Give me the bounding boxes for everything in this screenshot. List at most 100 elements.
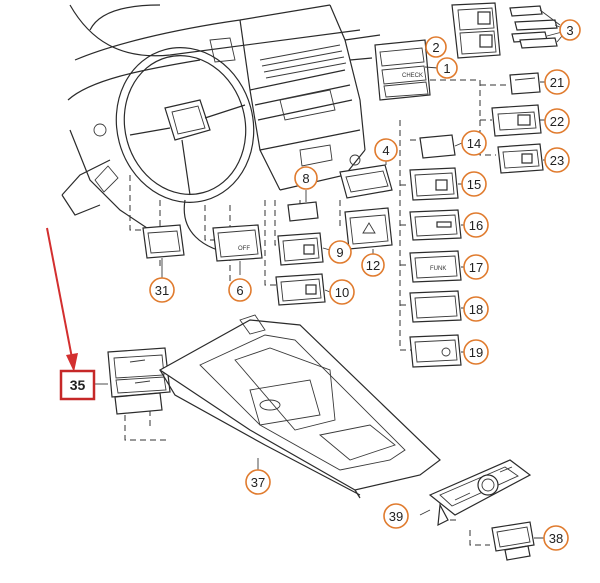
callout-23: 23 [544,147,570,173]
callout-10: 10 [329,279,355,305]
callout-21: 21 [544,69,570,95]
callout-circle [228,278,252,302]
dashboard [61,4,381,231]
callout-14: 14 [461,130,487,156]
callout-38: 38 [543,525,569,551]
callout-9: 9 [328,240,352,264]
callout-label: 22 [550,114,564,129]
callout-15: 15 [461,171,487,197]
callout-circle [361,253,385,277]
switch-23 [497,143,544,174]
callout-label: 10 [335,285,349,300]
callout-label: 39 [389,509,403,524]
switch-17: FUNK [409,250,462,283]
callout-12: 12 [361,253,385,277]
callout-8: 8 [294,166,318,190]
callout-6: 6 [228,278,252,302]
callout-label: 2 [432,40,439,55]
highlight-arrow [46,227,78,372]
callout-circle [328,240,352,264]
callout-circle [461,171,487,197]
switch-31 [142,224,185,259]
callout-circle [245,469,271,495]
callout-label: 1 [443,61,450,76]
callout-2: 2 [425,36,447,58]
callout-17: 17 [463,254,489,280]
callout-circle [559,19,581,41]
callout-label: 21 [550,75,564,90]
switch-18 [409,290,462,323]
check-label: CHECK [402,73,423,79]
callout-label: 12 [366,258,380,273]
switch-9 [277,232,324,266]
callout-label: 37 [251,475,265,490]
callout-4: 4 [374,138,398,162]
switch-35 [107,347,171,415]
callout-label: 18 [469,302,483,317]
callout-label: 9 [336,245,343,260]
callout-circle [463,254,489,280]
callout-circle [463,339,489,365]
switch-4 [339,164,393,199]
callout-circle [436,57,458,79]
callout-circle [374,138,398,162]
callout-31: 31 [149,277,175,303]
switch-block-3 [451,2,501,59]
funk-label: FUNK [430,266,446,272]
callout-circle [543,525,569,551]
switch-parts-3 [509,5,563,49]
callout-label: 3 [566,23,573,38]
callout-label: 16 [469,218,483,233]
callout-circle [461,130,487,156]
switch-15 [409,167,459,201]
highlight-label: 35 [70,377,86,393]
steering-wheel [115,47,255,256]
control-unit-39 [428,459,532,527]
callout-circle [544,108,570,134]
switch-10 [275,273,326,306]
callout-label: 38 [549,531,563,546]
switch-16 [409,209,462,241]
callout-label: 14 [467,136,481,151]
callout-label: 15 [467,177,481,192]
switch-12 [344,207,393,250]
callout-39: 39 [383,503,409,529]
callout-label: 19 [469,345,483,360]
switch-14 [419,134,456,159]
switch-21 [509,72,541,95]
switch-19 [409,334,462,368]
highlight-callout-35: 35 [59,369,108,401]
callout-circle [463,212,489,238]
callout-circle [329,279,355,305]
off-label: OFF [238,246,250,252]
callout-37: 37 [245,469,271,495]
switch-block-1-2: CHECK [374,39,431,101]
callout-18: 18 [463,296,489,322]
callout-circle [149,277,175,303]
callout-label: 23 [550,153,564,168]
callout-circle [463,296,489,322]
switch-6: OFF [212,224,263,262]
callout-3: 3 [559,19,581,41]
center-console [158,314,441,499]
callout-circle [294,166,318,190]
callout-22: 22 [544,108,570,134]
callout-label: 17 [469,260,483,275]
callout-circle [544,147,570,173]
callout-label: 6 [236,283,243,298]
callout-label: 31 [155,283,169,298]
callout-label: 4 [382,143,389,158]
callout-16: 16 [463,212,489,238]
callout-19: 19 [463,339,489,365]
switch-8 [287,201,319,222]
callout-circle [425,36,447,58]
callout-circle [383,503,409,529]
callout-label: 8 [302,171,309,186]
switch-38 [491,521,535,561]
callout-circle [544,69,570,95]
switch-22 [491,104,542,137]
callout-1: 1 [436,57,458,79]
